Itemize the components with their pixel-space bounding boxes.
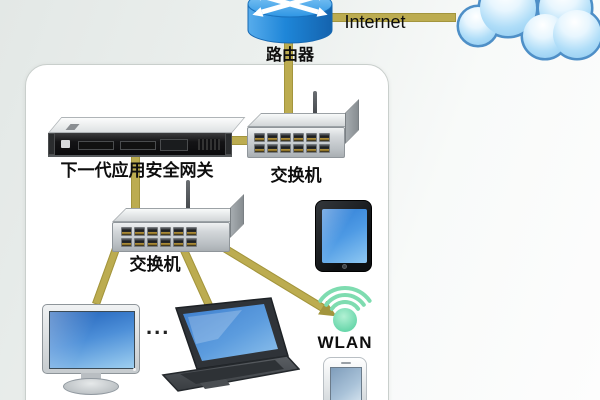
monitor-screen [49, 311, 135, 369]
rj45-port [280, 133, 291, 142]
server-drive-bay [78, 141, 114, 150]
rj45-port [160, 227, 171, 236]
switch-top-face [112, 208, 244, 222]
rj45-port [306, 144, 317, 153]
switch-front-face [112, 222, 230, 252]
switch-front-face [247, 127, 345, 158]
rj45-port [121, 238, 132, 247]
more-devices-ellipsis: ... [146, 314, 171, 339]
rj45-port [319, 133, 330, 142]
access-switch-label: 交换机 [129, 255, 181, 274]
router-label: 路由器 [265, 47, 314, 64]
monitor-frame [42, 304, 140, 374]
monitor-neck [81, 373, 101, 380]
desktop-monitor [42, 304, 140, 396]
monitor-base [63, 378, 119, 395]
rj45-port [173, 227, 184, 236]
monitor-power-led [133, 368, 136, 371]
rj45-port [134, 227, 145, 236]
rj45-port [267, 144, 278, 153]
server-logo [61, 140, 70, 148]
rj45-port [319, 144, 330, 153]
rj45-port [186, 227, 197, 236]
wifi-icon [318, 286, 372, 332]
phone-screen [330, 367, 362, 400]
rj45-port [173, 238, 184, 247]
tablet-home-button [342, 264, 347, 269]
core-switch-label: 交换机 [270, 166, 322, 185]
rj45-port [160, 238, 171, 247]
rj45-port [254, 133, 265, 142]
server-right-ear [225, 133, 232, 155]
rj45-port [186, 238, 197, 247]
server-vent [198, 139, 220, 150]
internet-label: Internet [344, 12, 406, 32]
security-gateway-server [48, 117, 246, 157]
tablet-screen [322, 209, 367, 263]
server-drive-bay [120, 141, 156, 150]
server-console [160, 139, 188, 151]
smartphone [323, 357, 367, 400]
server-left-ear [48, 133, 55, 155]
core-switch [247, 91, 359, 158]
laptop-icon [161, 297, 300, 392]
tablet [315, 200, 372, 272]
phone-speaker [341, 362, 351, 364]
rj45-port [254, 144, 265, 153]
server-top-badge [65, 124, 80, 130]
server-front-panel [48, 133, 232, 157]
rj45-port [293, 144, 304, 153]
router-icon [247, 0, 333, 44]
rj45-port [147, 227, 158, 236]
rj45-port [267, 133, 278, 142]
switch-ports [254, 133, 330, 153]
rj45-port [280, 144, 291, 153]
rj45-port [306, 133, 317, 142]
wlan-label: WLAN [317, 333, 373, 352]
switch-top-face [247, 113, 359, 127]
rj45-port [147, 238, 158, 247]
internet-cloud-icon [456, 0, 600, 61]
rj45-port [293, 133, 304, 142]
switch-antenna [313, 91, 317, 115]
switch-antenna [186, 180, 190, 210]
switch-ports [121, 227, 197, 247]
access-switch [112, 180, 245, 252]
rj45-port [121, 227, 132, 236]
gateway-label: 下一代应用安全网关 [60, 161, 214, 180]
server-top-panel [48, 117, 246, 133]
rj45-port [134, 238, 145, 247]
